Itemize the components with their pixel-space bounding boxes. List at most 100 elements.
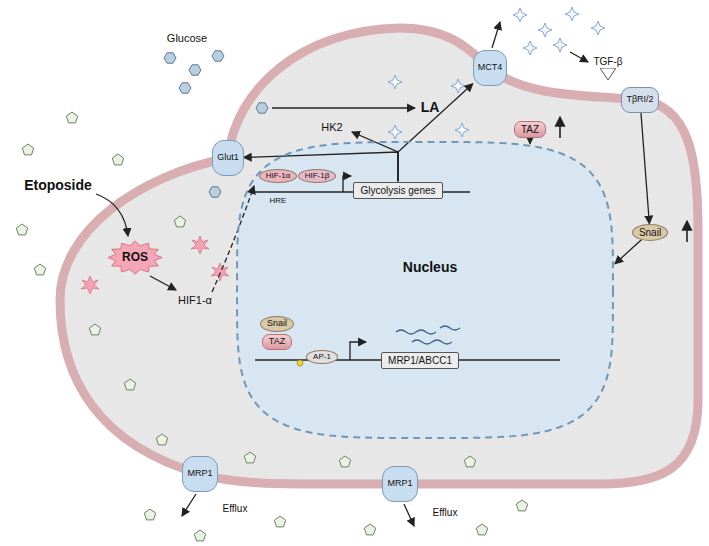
- node-text: MRP1/ABCC1: [388, 355, 452, 366]
- node-text: ROS: [122, 251, 148, 264]
- etoposide-molecules: [156, 434, 167, 445]
- node-text: Snail: [267, 319, 287, 329]
- protein-cylinder: TAZ: [262, 334, 292, 350]
- lactate-molecules: [523, 41, 537, 55]
- protein-oval: Snail: [260, 316, 294, 332]
- pathway-arrows: [492, 22, 500, 48]
- etoposide-molecules: [364, 524, 375, 535]
- promoter-arrows: [343, 176, 366, 360]
- glucose-molecules: [212, 51, 224, 61]
- protein-oval: Snail: [632, 224, 668, 241]
- lactate-molecules: [451, 79, 465, 93]
- ros-burst-shape: [108, 241, 162, 274]
- node-text: Snail: [639, 227, 661, 238]
- process-label: Efflux: [223, 503, 248, 514]
- ros-particles: [211, 263, 229, 281]
- molecule-label: Glucose: [167, 32, 207, 44]
- ros-particles: [81, 276, 99, 294]
- node-text: TAZ: [269, 337, 285, 347]
- node-text: TAZ: [521, 124, 539, 135]
- protein-oval: AP-1: [306, 350, 338, 365]
- node-text: Glut1: [217, 153, 239, 163]
- lactate-molecules: [388, 125, 402, 139]
- gene-box: Glycolysis genes: [353, 182, 442, 199]
- pathway-arrows: [182, 494, 196, 516]
- etoposide-molecules: [464, 456, 475, 467]
- etoposide-molecules: [66, 112, 77, 123]
- ligand-triangle: [600, 68, 616, 80]
- protein-oval: HIF-1α: [259, 169, 298, 184]
- glucose-molecules: [179, 83, 191, 93]
- glucose-molecules: [164, 53, 176, 63]
- etoposide-molecules: [144, 509, 155, 520]
- lactate-molecules: [455, 123, 469, 137]
- promoter-arrows: [343, 176, 351, 192]
- etoposide-molecules: [22, 144, 33, 155]
- ros-burst: ROS: [107, 240, 163, 275]
- lactate-molecules: [388, 7, 605, 139]
- etoposide-molecules: [124, 379, 135, 390]
- node-text: TGF-β: [593, 56, 622, 67]
- node-text: MCT4: [478, 63, 503, 73]
- glut1-transporter: Glut1: [212, 140, 244, 176]
- glucose-molecules: [164, 51, 268, 197]
- etoposide-molecules: [34, 264, 45, 275]
- glucose-molecules: [189, 65, 201, 75]
- lactate-molecules: [513, 8, 527, 22]
- node-text: TβRI/2: [626, 95, 653, 105]
- etoposide-molecules: [516, 500, 527, 511]
- arrow-connector: [398, 84, 473, 182]
- mrna-transcripts: [440, 326, 460, 330]
- node-text: MRP1: [387, 479, 412, 489]
- ligand-triangle: [600, 68, 616, 80]
- gene-box: MRP1/ABCC1: [381, 352, 459, 369]
- glucose-molecules: [256, 103, 268, 113]
- promoter-arrows: [350, 342, 366, 360]
- pathway-arrows: [686, 221, 688, 242]
- receptor: TβRI/2: [621, 87, 658, 113]
- mrna-transcripts: [396, 326, 460, 344]
- node-text: HIF-1α: [266, 172, 291, 181]
- etoposide-molecules: [274, 516, 285, 527]
- connector-layer: [244, 84, 650, 264]
- mrp1-transporter: MRP1: [182, 456, 217, 492]
- nucleus-outline: [237, 142, 613, 438]
- ap1-site: [297, 360, 303, 366]
- etoposide-molecules: [339, 456, 350, 467]
- nucleus-fill: [237, 142, 613, 438]
- protein-cylinder: TAZ: [514, 121, 546, 138]
- etoposide-molecules: [89, 324, 100, 335]
- molecule-label: LA: [421, 100, 440, 115]
- mrna-transcripts: [396, 330, 436, 334]
- pathway-arrows: [559, 117, 561, 138]
- glucose-molecules: [209, 187, 221, 197]
- pathway-arrows: [212, 186, 254, 292]
- ros-particles: [81, 236, 229, 294]
- etoposide-molecules: [16, 112, 527, 541]
- pathway-arrows: [404, 504, 414, 526]
- pathway-arrows: [352, 132, 398, 181]
- ros-particles: [191, 236, 209, 254]
- node-text: Glycolysis genes: [360, 185, 435, 196]
- etoposide-molecules: [244, 452, 255, 463]
- node-text: AP-1: [313, 353, 331, 362]
- node-text: HIF-1β: [305, 172, 330, 181]
- etoposide-molecules: [194, 530, 205, 541]
- arrow-connector: [529, 138, 530, 144]
- lactate-molecules: [565, 7, 579, 21]
- pathway-arrows: [150, 276, 176, 290]
- enzyme-label: HK2: [321, 121, 342, 133]
- protein-oval: HIF-1β: [298, 169, 337, 184]
- ligand-triangle: TGF-β: [591, 56, 624, 81]
- pathway-arrows: [570, 52, 588, 62]
- mrna-transcripts: [412, 340, 452, 344]
- arrow-connector: [615, 240, 642, 264]
- pathway-arrows: [96, 22, 687, 526]
- etoposide-molecules: [112, 154, 123, 165]
- nucleus: NucleusHIF-1αHIF-1βGlycolysis genesSnail…: [235, 140, 615, 440]
- drug-label: Etoposide: [22, 178, 94, 193]
- element-label: HRE: [270, 197, 287, 206]
- etoposide-molecules: [16, 224, 27, 235]
